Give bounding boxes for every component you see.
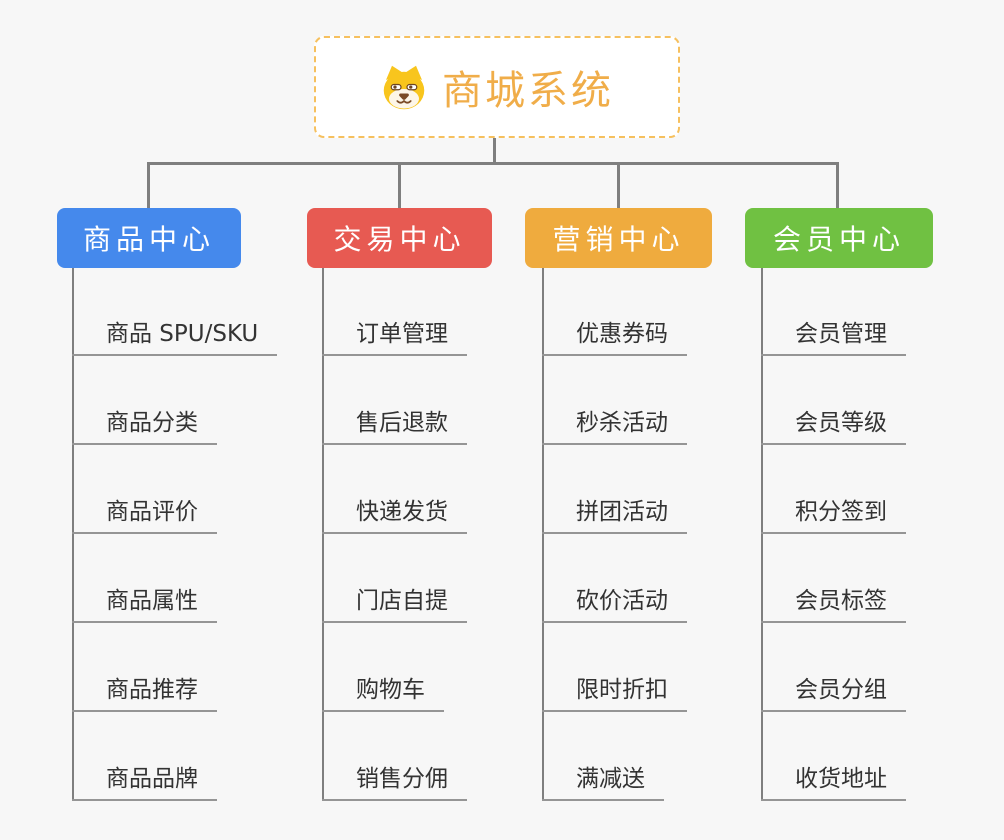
leaf-node[interactable]: 会员管理 xyxy=(761,321,906,356)
leaf-node[interactable]: 会员标签 xyxy=(761,588,906,623)
branch-label: 交易中心 xyxy=(333,223,466,256)
branch-spine xyxy=(72,268,74,801)
connector-stub-branch-3 xyxy=(617,163,620,208)
leaf-node[interactable]: 商品品牌 xyxy=(72,766,217,801)
leaf-node[interactable]: 销售分佣 xyxy=(322,766,467,801)
leaf-node[interactable]: 订单管理 xyxy=(322,321,467,356)
branch-spine xyxy=(761,268,763,801)
leaf-node[interactable]: 拼团活动 xyxy=(542,499,687,534)
branch-node-marketing[interactable]: 营销中心 xyxy=(525,208,712,268)
leaf-node[interactable]: 会员分组 xyxy=(761,677,906,712)
branch-label: 会员中心 xyxy=(772,223,905,256)
leaf-node[interactable]: 秒杀活动 xyxy=(542,410,687,445)
leaf-node[interactable]: 限时折扣 xyxy=(542,677,687,712)
leaf-node[interactable]: 砍价活动 xyxy=(542,588,687,623)
branch-node-trade[interactable]: 交易中心 xyxy=(307,208,492,268)
leaf-node[interactable]: 快递发货 xyxy=(322,499,467,534)
leaf-node[interactable]: 收货地址 xyxy=(761,766,906,801)
leaf-node[interactable]: 商品分类 xyxy=(72,410,217,445)
root-title: 商城系统 xyxy=(442,68,614,114)
branch-spine xyxy=(542,268,544,801)
branch-node-product[interactable]: 商品中心 xyxy=(57,208,241,268)
leaf-node[interactable]: 购物车 xyxy=(322,677,444,712)
connector-horizontal xyxy=(147,162,839,165)
connector-root-stub xyxy=(493,138,496,164)
leaf-node[interactable]: 会员等级 xyxy=(761,410,906,445)
leaf-node[interactable]: 满减送 xyxy=(542,766,664,801)
connector-stub-branch-2 xyxy=(398,163,401,208)
branch-spine xyxy=(322,268,324,801)
connector-stub-branch-4 xyxy=(836,163,839,208)
leaf-node[interactable]: 商品属性 xyxy=(72,588,217,623)
leaf-node[interactable]: 优惠券码 xyxy=(542,321,687,356)
leaf-node[interactable]: 售后退款 xyxy=(322,410,467,445)
leaf-node[interactable]: 积分签到 xyxy=(761,499,906,534)
shiba-dog-icon xyxy=(380,65,428,110)
connector-stub-branch-1 xyxy=(147,163,150,208)
leaf-node[interactable]: 商品 SPU/SKU xyxy=(72,321,278,356)
branch-label: 营销中心 xyxy=(552,223,685,256)
root-node[interactable]: 商城系统 xyxy=(314,36,680,138)
branch-label: 商品中心 xyxy=(82,223,215,256)
branch-node-member[interactable]: 会员中心 xyxy=(745,208,933,268)
leaf-node[interactable]: 商品评价 xyxy=(72,499,217,534)
leaf-node[interactable]: 商品推荐 xyxy=(72,677,217,712)
leaf-node[interactable]: 门店自提 xyxy=(322,588,467,623)
